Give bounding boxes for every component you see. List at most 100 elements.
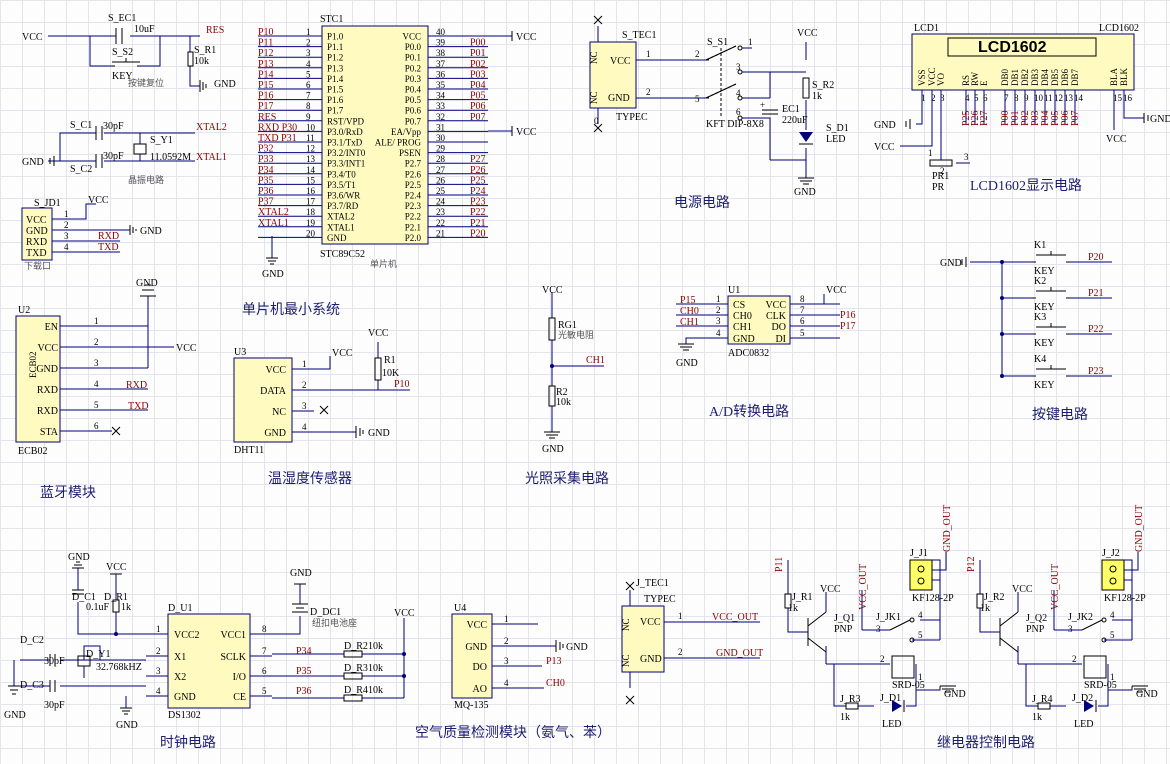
relay-gnd-out-wire	[932, 552, 947, 571]
relay-n5: 5	[918, 630, 923, 640]
clock-left-num: 1	[156, 624, 161, 634]
mcu-left-net: P34	[258, 165, 274, 176]
relay-coil-wires	[826, 663, 941, 707]
relay-base-resistor	[976, 593, 984, 609]
lcd-pin-name: E	[979, 80, 989, 86]
bt-gnd: GND	[136, 278, 158, 289]
bt-sta-nc	[111, 426, 121, 436]
clock-r1v: 1k	[121, 602, 131, 613]
clock-c3v: 30pF	[44, 700, 65, 711]
lcd-pin-num: 4	[965, 93, 970, 103]
mcu-right-pin-name: P0.6	[405, 106, 422, 116]
relay-gnd-symbol	[1095, 685, 1148, 712]
adc-right-net: P16	[840, 310, 856, 321]
mcu-left-num: 1	[306, 27, 311, 37]
dht-pin-name: GND	[264, 428, 286, 439]
lcd-pin-name: RS	[961, 75, 971, 86]
adc-ref: U1	[728, 285, 740, 296]
power-n6: 6	[736, 107, 741, 117]
relay-terminal-screw	[1109, 565, 1117, 573]
crystal-gnd: GND	[22, 157, 44, 168]
mcu-left-pin-name: P1.7	[327, 106, 344, 116]
dht-rv: 10K	[382, 368, 400, 379]
mcu-right-num: 36	[436, 69, 446, 79]
relay-r2-ref: J_R3	[840, 694, 861, 705]
power-ec-ref: EC1	[782, 104, 800, 115]
download-txd: TXD	[98, 242, 119, 253]
lcd-title: LCD1602	[978, 39, 1047, 56]
key-label: KEY	[1034, 266, 1055, 277]
mcu-left-net: P13	[258, 59, 274, 70]
lcd-pin-name: DB6	[1060, 68, 1070, 86]
mcu-right-num: 38	[436, 48, 446, 58]
mcu-right-num: 29	[436, 144, 446, 154]
mcu-left-pin-name: P3.5/T1	[327, 180, 356, 190]
relay-vcc: VCC	[820, 584, 841, 595]
relay-terminal-screw	[917, 577, 925, 585]
power-tec-gnd: GND	[608, 93, 630, 104]
mcu-left-net: P16	[258, 91, 274, 102]
relay-wires	[979, 560, 1019, 664]
download-pin-3: RXD	[26, 237, 47, 248]
lcd-pin-num: 14	[1074, 93, 1084, 103]
mcu-left-pin-name: P3.0/RxD	[327, 127, 363, 137]
bt-side: ECB02	[28, 351, 38, 378]
typec2-vcc: VCC	[640, 617, 661, 628]
adc-left-net: P15	[680, 295, 696, 306]
dht-ref: U3	[234, 347, 246, 358]
power-n5: 5	[695, 94, 700, 104]
relay-kf: KF128-2P	[912, 593, 954, 604]
dht-r: R1	[384, 355, 396, 366]
adc-part: ADC0832	[728, 348, 769, 359]
bt-pin-num: 5	[94, 400, 99, 410]
dht-pin-name: DATA	[260, 386, 287, 397]
mcu-left-num: 13	[306, 154, 316, 164]
bt-pin-name: RXD	[37, 385, 58, 396]
crystal-freq: 11.0592M	[150, 152, 191, 163]
key-ref: K3	[1034, 312, 1046, 323]
relay-jj-ref: J_J2	[1102, 548, 1120, 559]
keys-gnd: GND	[940, 258, 962, 269]
lcd-pin-num: 10	[1034, 93, 1044, 103]
air-pin-num: 4	[504, 678, 509, 688]
clock-c2: D_C2	[20, 635, 44, 646]
mcu-left-pin-name: P1.4	[327, 74, 344, 84]
mcu-part: STC89C52	[320, 249, 365, 260]
mcu-left-pin-name: P1.3	[327, 63, 344, 73]
title-dht: 温湿度传感器	[268, 470, 352, 487]
mcu-left-net: TXD P31	[258, 133, 297, 144]
mcu-right-num: 37	[436, 59, 446, 69]
relay-wires	[787, 560, 827, 664]
lcd-pin-net: P04	[1040, 110, 1051, 126]
adc-right-pin: CLK	[766, 311, 787, 322]
mcu-left-num: 3	[306, 48, 311, 58]
mcu-left-pin-name: P1.5	[327, 85, 344, 95]
crystal-circuit: GND S_C1 30pF S_C2 30pF S_Y1 11.0592M XT…	[22, 120, 227, 185]
lcd-pin-name: DB7	[1070, 68, 1080, 86]
clock-gnd2: GND	[290, 568, 312, 579]
power-tec-ref: S_TEC1	[622, 30, 656, 41]
adc-left-pin: CH0	[733, 311, 752, 322]
mcu-right-net: P02	[470, 59, 486, 70]
title-power: 电源电路	[674, 195, 730, 211]
mcu-body	[321, 25, 429, 245]
relay-p-net: P11	[774, 557, 785, 572]
lcd-pin-name: BLK	[1119, 67, 1129, 86]
reset-note: 按键复位	[128, 77, 164, 88]
reset-gnd: GND	[214, 79, 236, 90]
lcd-pins: VSS1VCC2VO3RS4P25RW5P26E6P27DB07P00DB18P…	[917, 67, 1133, 126]
mcu-right-num: 26	[436, 175, 446, 185]
download-pin-2: GND	[26, 226, 48, 237]
mcu-left-pin-name: P3.2/INT0	[327, 148, 366, 158]
clock-gnd3: GND	[4, 710, 26, 721]
mcu-left-num: 18	[306, 207, 316, 217]
lcd-pin-net: P03	[1030, 110, 1041, 126]
air-pin-num: 1	[504, 614, 509, 624]
dht-gnd: GND	[368, 428, 390, 439]
mcu-left-num: 20	[306, 228, 316, 238]
bt-pin-num: 3	[94, 358, 99, 368]
clock-yv: 32.768kHZ	[96, 662, 142, 673]
mcu-left-net: P15	[258, 80, 274, 91]
